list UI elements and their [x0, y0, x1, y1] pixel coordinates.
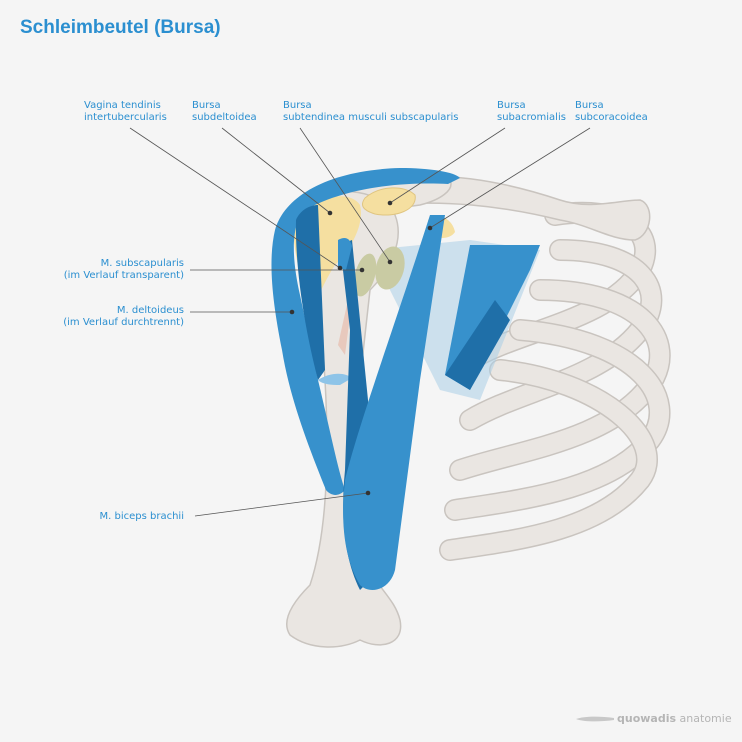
brand-bold: quowadis [617, 712, 677, 725]
label-vagina-tendinis: Vagina tendinis intertubercularis [84, 100, 167, 124]
label-subtendinea-line2: subtendinea musculi subscapularis [283, 112, 459, 123]
bursa-subtendinea [375, 246, 405, 290]
label-biceps-line1: M. biceps brachii [99, 511, 184, 522]
bursa-subtendinea-2 [353, 253, 377, 297]
label-vagina-line2: intertubercularis [84, 112, 167, 123]
leader-lines [129, 127, 591, 517]
subscapularis-stripe [445, 300, 510, 390]
label-deltoideus-line1: M. deltoideus [116, 305, 184, 316]
brand-logo-icon [576, 716, 614, 722]
label-subdeltoidea-line2: subdeltoidea [192, 112, 257, 123]
label-subcoracoidea-line2: subcoracoidea [575, 112, 648, 123]
label-bursa-subacromialis: Bursa subacromialis [497, 100, 566, 124]
label-m-subscapularis: M. subscapularis (im Verlauf transparent… [64, 258, 184, 282]
label-bursa-subtendinea: Bursa subtendinea musculi subscapularis [283, 100, 459, 124]
label-subcoracoidea-line1: Bursa [575, 100, 604, 111]
deltoideus-cut [318, 373, 352, 385]
deltoideus-inner [295, 205, 325, 380]
label-deltoideus-line2: (im Verlauf durchtrennt) [63, 317, 184, 328]
deltoideus-muscle [271, 168, 460, 495]
label-subscapularis-line2: (im Verlauf transparent) [63, 270, 184, 281]
label-bursa-subcoracoidea: Bursa subcoracoidea [575, 100, 648, 124]
label-subacromialis-line2: subacromialis [497, 112, 566, 123]
label-m-biceps-brachii: M. biceps brachii [100, 511, 184, 523]
brand-wordmark: quowadis anatomie [617, 712, 732, 725]
biceps-tendon [338, 238, 352, 270]
label-subacromialis-line1: Bursa [497, 100, 526, 111]
rib-cage [439, 201, 671, 561]
label-subscapularis-line1: M. subscapularis [100, 258, 184, 269]
label-subdeltoidea-line1: Bursa [192, 100, 221, 111]
label-m-deltoideus: M. deltoideus (im Verlauf durchtrennt) [63, 305, 184, 329]
label-bursa-subdeltoidea: Bursa subdeltoidea [192, 100, 257, 124]
page-title: Schleimbeutel (Bursa) [20, 17, 221, 38]
label-subtendinea-line1: Bursa [283, 100, 312, 111]
leader-dots [289, 200, 433, 496]
brand-light: anatomie [679, 712, 732, 725]
label-vagina-line1: Vagina tendinis [84, 100, 161, 111]
biceps-short-head [343, 215, 445, 590]
